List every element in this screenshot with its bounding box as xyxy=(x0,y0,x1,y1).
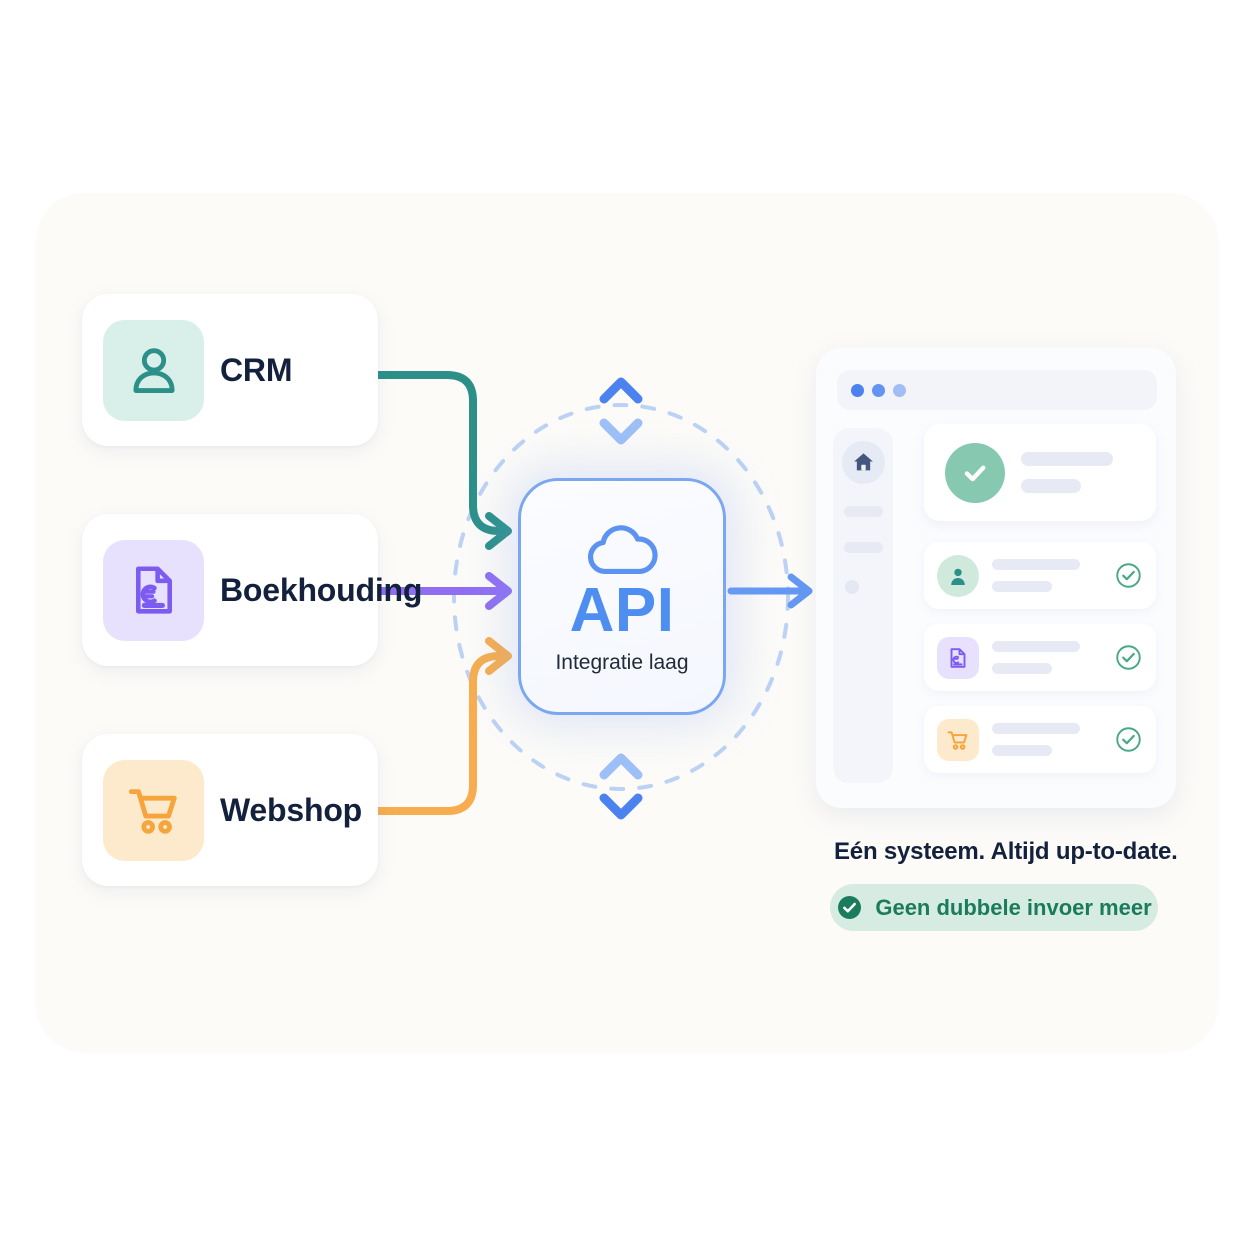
api-title: API xyxy=(569,576,675,646)
dashboard-hero-card[interactable] xyxy=(924,424,1156,521)
euro-document-icon xyxy=(950,647,966,668)
webshop-icon-box xyxy=(103,759,204,861)
dashboard-caption: Eén systeem. Altijd up-to-date. xyxy=(834,838,1178,865)
api-node[interactable]: API Integratie laag xyxy=(518,478,726,715)
placeholder-bar xyxy=(1021,452,1113,466)
placeholder-bar xyxy=(992,581,1052,592)
sidebar-item-home[interactable] xyxy=(842,441,885,484)
badge-label: Geen dubbele invoer meer xyxy=(875,894,1152,920)
row-placeholder-lines xyxy=(992,641,1115,674)
window-titlebar xyxy=(837,370,1157,410)
check-circle-filled-icon xyxy=(838,896,862,919)
home-icon xyxy=(854,453,873,471)
dashboard-window[interactable] xyxy=(816,348,1176,808)
source-card-crm[interactable]: CRM xyxy=(82,294,378,446)
sidebar-placeholder-bar xyxy=(844,506,883,517)
source-card-label: Webshop xyxy=(220,791,363,828)
row-icon-euro-document xyxy=(937,636,979,679)
boekhouding-icon-box xyxy=(103,539,204,641)
euro-document-icon xyxy=(135,566,172,614)
window-dot-icon[interactable] xyxy=(851,384,864,397)
source-card-webshop[interactable]: Webshop xyxy=(82,734,378,886)
hero-placeholder-lines xyxy=(1021,452,1113,493)
status-badge xyxy=(1115,644,1142,671)
dashboard-list-row[interactable] xyxy=(924,542,1156,609)
row-icon-person xyxy=(937,554,979,597)
window-dot-icon[interactable] xyxy=(872,384,885,397)
dashboard-main xyxy=(908,424,1156,787)
no-duplicate-entry-badge: Geen dubbele invoer meer xyxy=(830,884,1158,931)
row-icon-shopping-cart xyxy=(937,718,979,761)
dashboard-list-row[interactable] xyxy=(924,706,1156,773)
status-badge xyxy=(1115,562,1142,589)
sidebar-placeholder-dot xyxy=(845,580,859,594)
source-card-label: Boekhouding xyxy=(220,571,423,608)
dashboard-sidebar xyxy=(833,428,893,783)
placeholder-bar xyxy=(992,723,1080,734)
dashboard-list-row[interactable] xyxy=(924,624,1156,691)
check-circle-outline-icon xyxy=(1116,645,1141,670)
row-placeholder-lines xyxy=(992,723,1115,756)
placeholder-bar xyxy=(992,641,1080,652)
source-card-boekhouding[interactable]: Boekhouding xyxy=(82,514,422,666)
check-circle-outline-icon xyxy=(1116,727,1141,752)
person-icon xyxy=(132,348,175,393)
placeholder-bar xyxy=(992,663,1052,674)
person-icon xyxy=(951,568,965,585)
shopping-cart-icon xyxy=(947,730,968,750)
status-badge xyxy=(1115,726,1142,753)
shopping-cart-icon xyxy=(128,789,177,834)
crm-icon-box xyxy=(103,319,204,421)
placeholder-bar xyxy=(1021,479,1081,493)
placeholder-bar xyxy=(992,559,1080,570)
sidebar-placeholder-bar xyxy=(844,542,883,553)
cloud-icon xyxy=(587,525,658,575)
row-placeholder-lines xyxy=(992,559,1115,592)
api-subtitle: Integratie laag xyxy=(555,650,689,674)
source-card-label: CRM xyxy=(220,351,293,388)
window-dot-icon[interactable] xyxy=(893,384,906,397)
check-circle-filled-icon xyxy=(945,442,1005,503)
placeholder-bar xyxy=(992,745,1052,756)
check-circle-outline-icon xyxy=(1116,563,1141,588)
